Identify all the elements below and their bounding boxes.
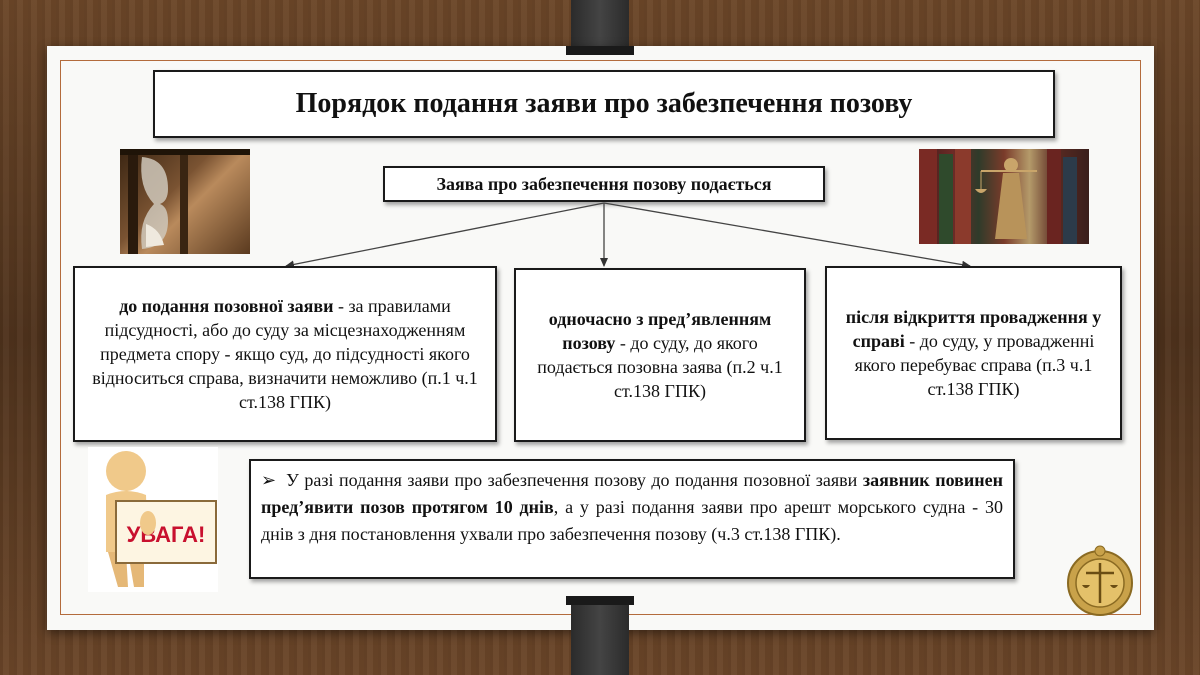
branch-with-claim: одночасно з пред’явленням позову - до су…	[514, 268, 806, 442]
bullet-arrow-icon: ➢	[261, 470, 277, 490]
warning-sign-text: УВАГА!	[127, 522, 206, 547]
diagram-root-node: Заява про забезпечення позову подається	[383, 166, 825, 202]
hourglass-image	[120, 149, 250, 254]
attention-figure-image: УВАГА!	[88, 447, 218, 592]
warning-note: ➢У разі подання заяви про забезпечення п…	[249, 459, 1015, 579]
slide-title: Порядок подання заяви про забезпечення п…	[153, 70, 1055, 138]
branch-before-claim: до подання позовної заяви - за правилами…	[73, 266, 497, 442]
strap-clip-top	[566, 46, 634, 55]
branch-after-proceedings: після відкриття провадження у справі - д…	[825, 266, 1122, 440]
lady-justice-image	[919, 149, 1089, 244]
hanging-strap-bottom	[571, 598, 629, 675]
court-emblem-icon	[1058, 545, 1142, 617]
strap-clip-bottom	[566, 596, 634, 605]
